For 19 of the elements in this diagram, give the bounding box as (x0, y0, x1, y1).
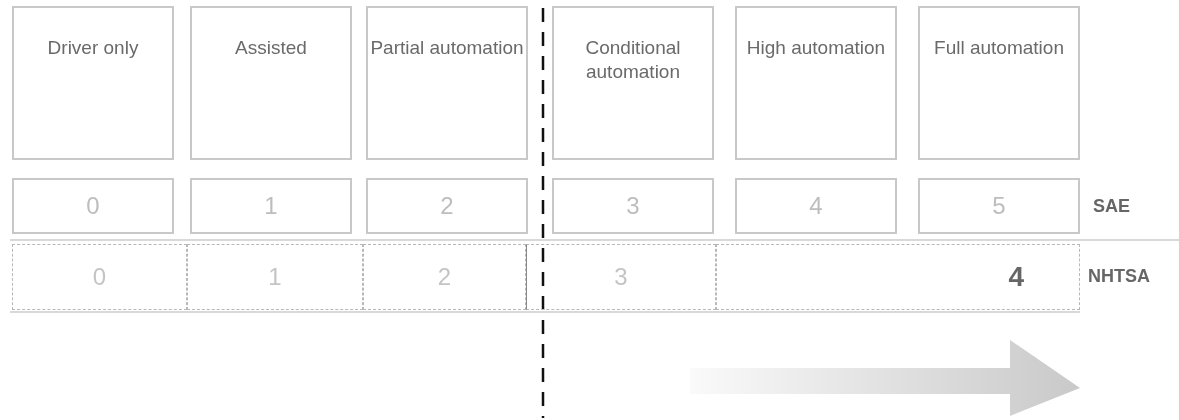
level-number-cell: 2 (366, 178, 528, 234)
level-box: Partial automation (366, 6, 528, 160)
row-label: SAE (1093, 196, 1130, 217)
level-number-cell: 3 (552, 178, 714, 234)
level-number-cell: 2 (363, 244, 526, 310)
level-number-cell: 0 (12, 178, 174, 234)
level-number-cell: 3 (526, 244, 716, 310)
level-number-cell: 0 (12, 244, 187, 310)
level-box: Conditional automation (552, 6, 714, 160)
level-box: Driver only (12, 6, 174, 160)
level-number-cell: 4 (735, 178, 897, 234)
level-box: High automation (735, 6, 897, 160)
level-number-cell: 4 (716, 244, 1080, 310)
level-box: Full automation (918, 6, 1080, 160)
level-box: Assisted (190, 6, 352, 160)
level-number-cell: 5 (918, 178, 1080, 234)
row-label: NHTSA (1088, 266, 1150, 287)
level-number-cell: 1 (190, 178, 352, 234)
level-number-cell: 1 (187, 244, 363, 310)
